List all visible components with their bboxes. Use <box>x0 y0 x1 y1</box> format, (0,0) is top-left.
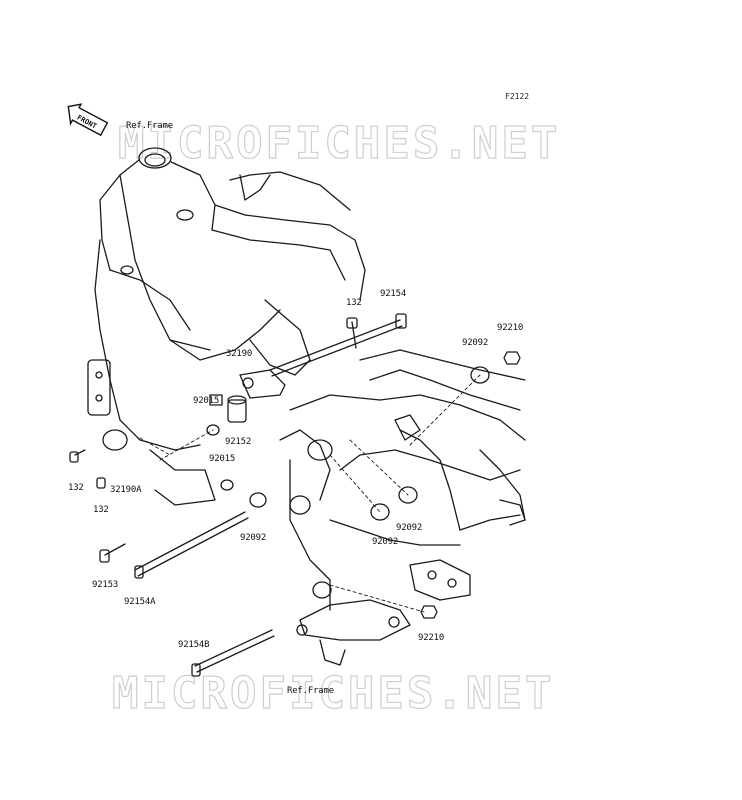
label-92210-bottom: 92210 <box>418 633 445 643</box>
label-92152: 92152 <box>225 437 252 447</box>
label-92154A: 92154A <box>124 597 156 607</box>
through-bolts <box>69 313 407 677</box>
front-arrow-icon: FRONT <box>67 103 109 137</box>
label-92092-mid: 92092 <box>372 537 399 547</box>
label-92153: 92153 <box>92 580 119 590</box>
label-132-left: 132 <box>68 483 84 493</box>
leader-lines <box>139 374 481 613</box>
label-92092-mid-right: 92092 <box>396 523 423 533</box>
label-32190A: 32190A <box>110 485 142 495</box>
label-132-left2: 132 <box>93 505 109 515</box>
label-92092-top-right: 92092 <box>462 338 489 348</box>
label-92015-top: 92015 <box>193 396 220 406</box>
frame-right-section <box>279 349 526 666</box>
label-ref-frame-top: Ref.Frame <box>126 121 173 131</box>
label-92092-left: 92092 <box>240 533 267 543</box>
engine-mount-bracket <box>209 369 286 423</box>
collars <box>206 351 521 619</box>
label-92154B: 92154B <box>178 640 210 650</box>
label-92154-top: 92154 <box>380 289 407 299</box>
figure-code: F2122 <box>505 92 530 101</box>
label-ref-frame-bottom: Ref.Frame <box>287 686 334 696</box>
frame-left-section <box>87 147 366 506</box>
watermark-bottom: MICROFICHES.NET <box>111 667 555 719</box>
label-92015-mid: 92015 <box>209 454 236 464</box>
label-32190: 32190 <box>226 349 253 359</box>
label-132-top: 132 <box>346 298 362 308</box>
label-92210-top: 92210 <box>497 323 524 333</box>
watermark-top: MICROFICHES.NET <box>117 117 561 169</box>
